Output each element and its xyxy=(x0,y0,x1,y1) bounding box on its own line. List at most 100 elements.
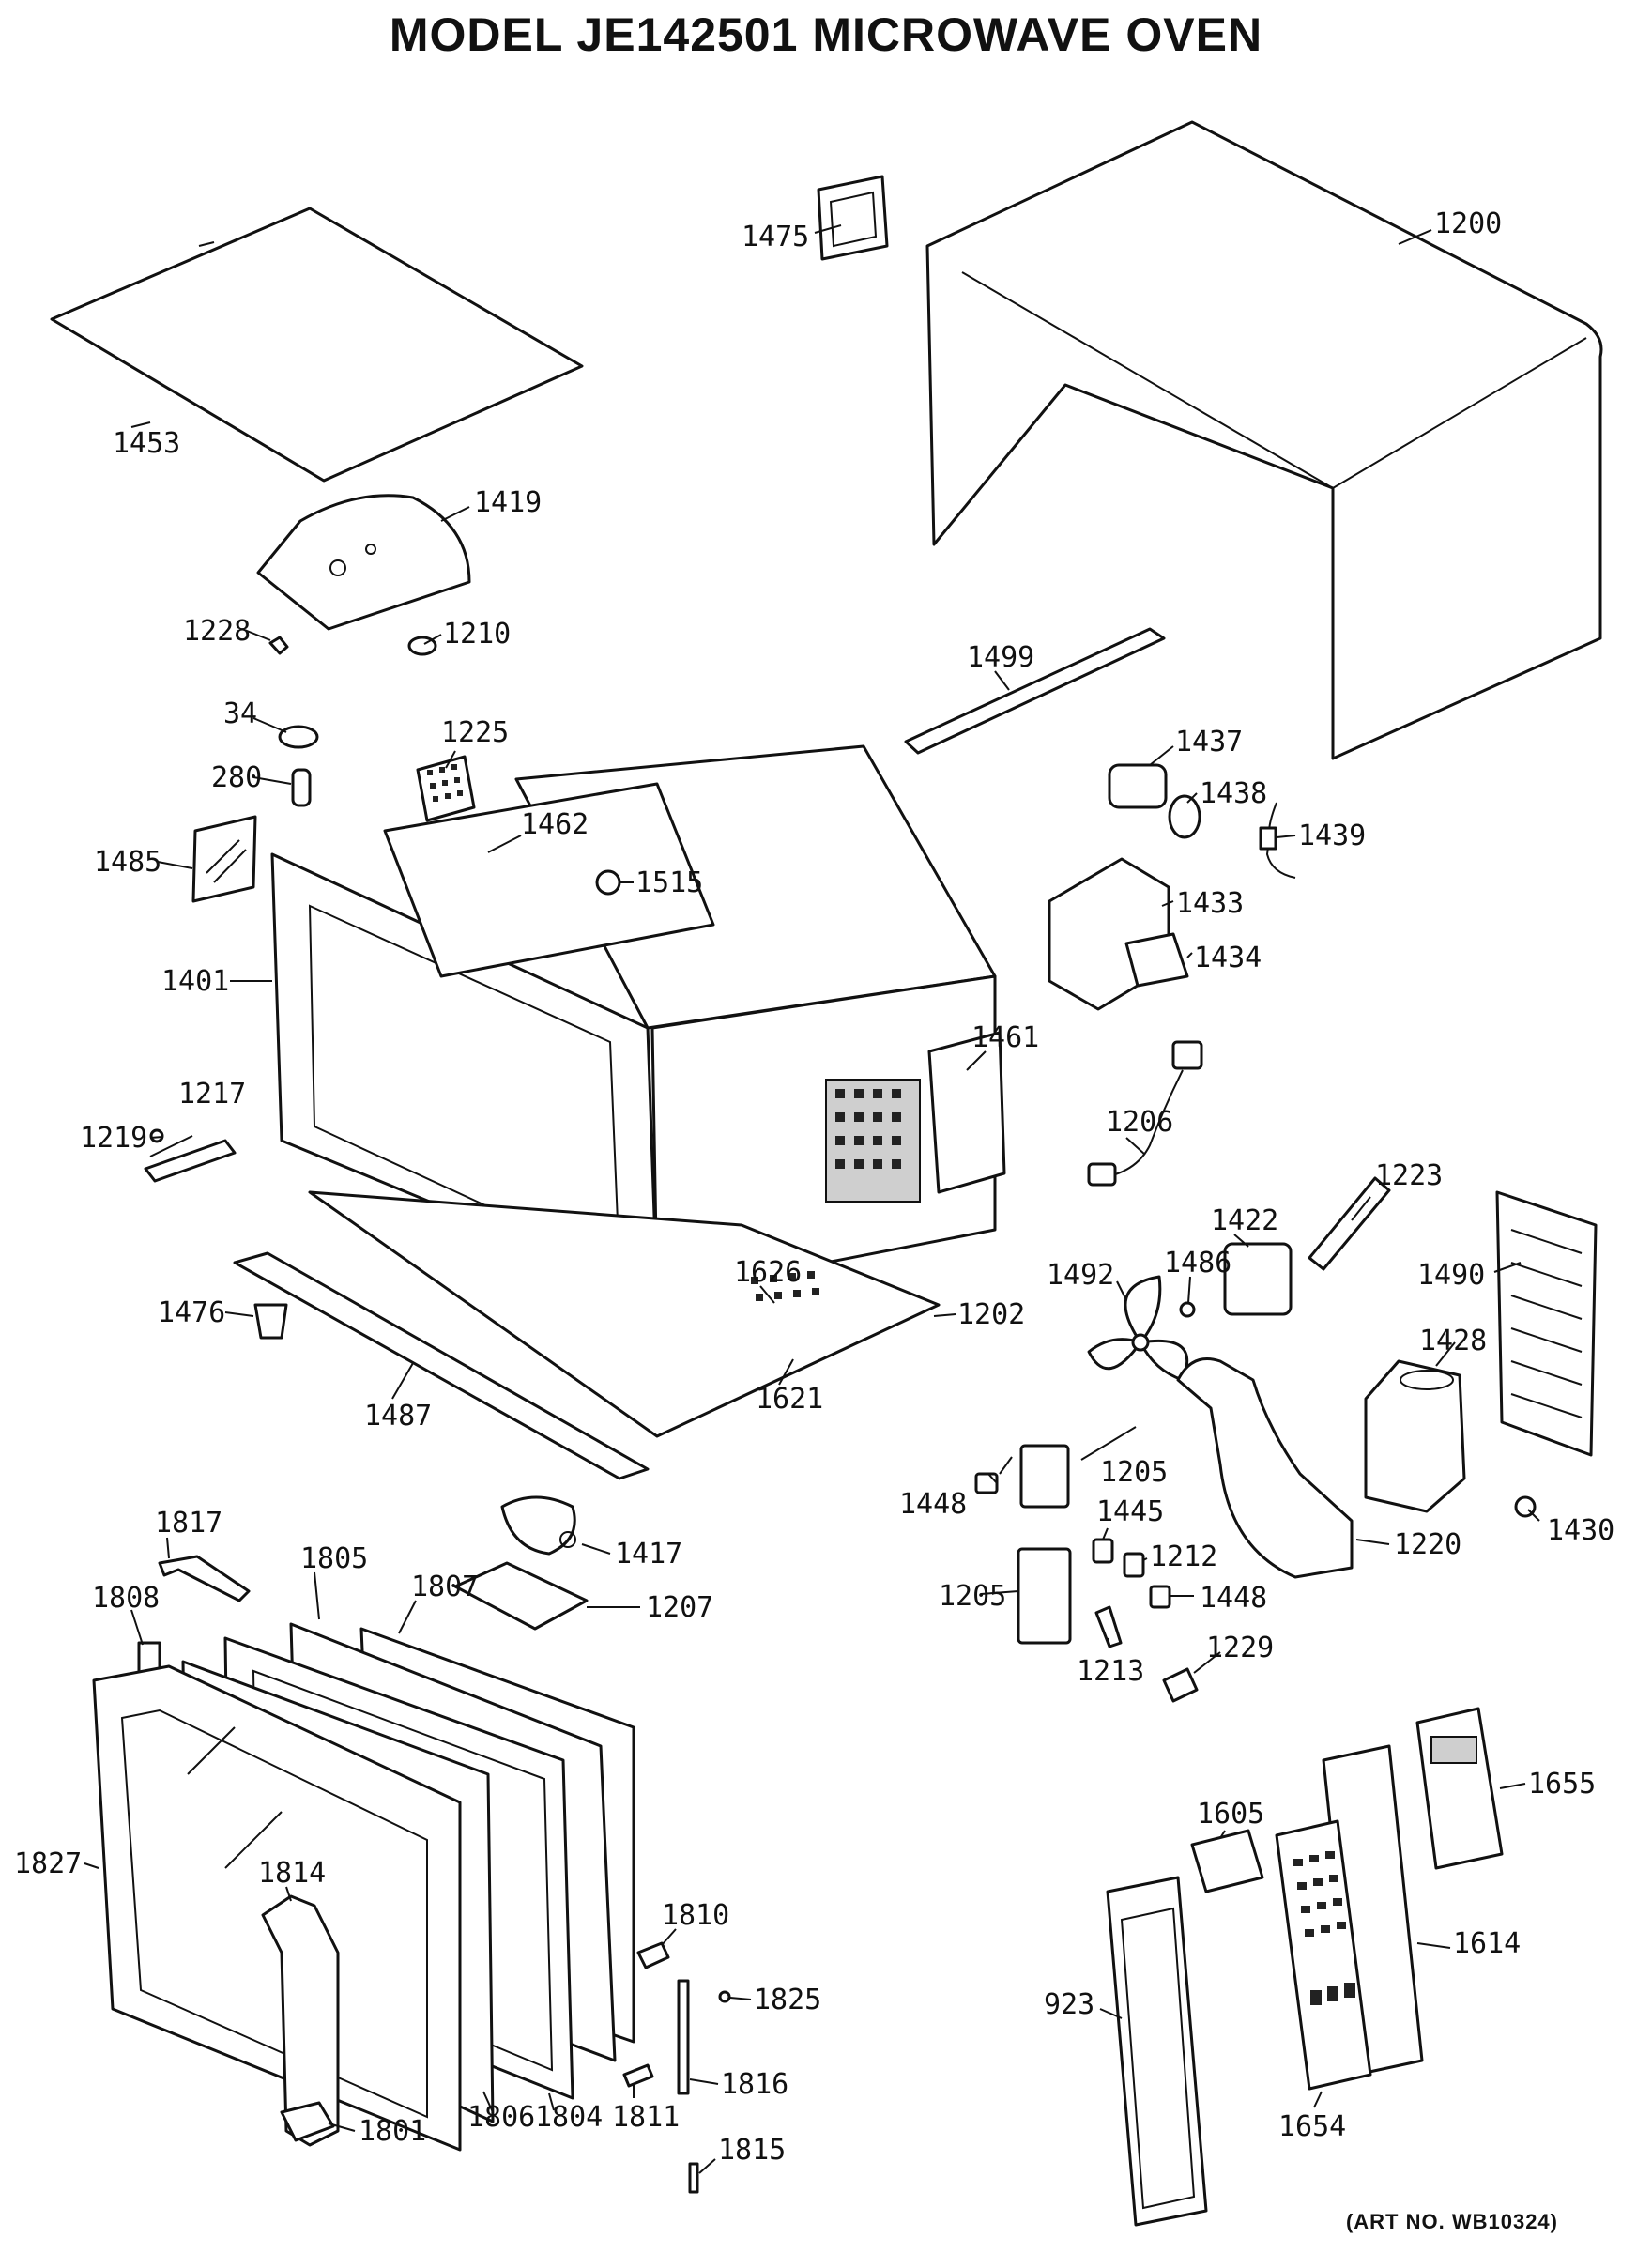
label-1437: 1437 xyxy=(1175,726,1243,759)
label-1461: 1461 xyxy=(971,1021,1039,1054)
label-1807: 1807 xyxy=(411,1571,479,1603)
label-1808: 1808 xyxy=(92,1582,160,1615)
part-1816-rod xyxy=(677,1979,690,2095)
part-34-bracket xyxy=(278,725,319,749)
part-1445-switch xyxy=(1092,1538,1114,1564)
part-1206-power-cord xyxy=(1087,1040,1203,1187)
label-1430: 1430 xyxy=(1547,1514,1614,1547)
part-1438-diode xyxy=(1168,794,1201,839)
part-1490-vent-grille xyxy=(1495,1190,1598,1457)
label-1626: 1626 xyxy=(734,1256,802,1289)
label-1816: 1816 xyxy=(721,2068,788,2101)
label-1207: 1207 xyxy=(646,1591,713,1624)
label-1428: 1428 xyxy=(1419,1325,1487,1357)
label-1438: 1438 xyxy=(1200,777,1267,810)
label-1605: 1605 xyxy=(1197,1798,1264,1831)
label-1804: 1804 xyxy=(535,2101,603,2134)
label-1487: 1487 xyxy=(364,1400,432,1433)
label-1213: 1213 xyxy=(1077,1655,1144,1688)
label-1417: 1417 xyxy=(615,1538,682,1571)
label-1202: 1202 xyxy=(957,1298,1025,1331)
label-1205-upper: 1205 xyxy=(1100,1456,1168,1489)
label-1229: 1229 xyxy=(1206,1632,1274,1664)
part-1825-screw xyxy=(718,1990,731,2003)
label-1220: 1220 xyxy=(1394,1528,1461,1561)
label-280: 280 xyxy=(211,761,262,794)
part-1605-window xyxy=(1190,1829,1264,1893)
label-1462: 1462 xyxy=(521,808,589,841)
part-1655-board xyxy=(1415,1707,1504,1870)
label-1499: 1499 xyxy=(967,641,1034,674)
label-1486: 1486 xyxy=(1164,1247,1231,1280)
label-1485: 1485 xyxy=(94,846,161,879)
part-1219-nut xyxy=(149,1128,164,1143)
part-1439-fuse xyxy=(1259,802,1296,879)
part-1220-air-duct xyxy=(1176,1357,1354,1579)
part-1499-rail xyxy=(904,627,1166,755)
part-1453-panel xyxy=(50,207,584,483)
label-1217: 1217 xyxy=(178,1078,246,1111)
label-1492: 1492 xyxy=(1047,1259,1114,1292)
part-1228-clip xyxy=(268,636,289,655)
label-1223: 1223 xyxy=(1375,1159,1443,1192)
part-1422-fan-motor xyxy=(1223,1242,1293,1316)
part-1213-lever xyxy=(1094,1605,1123,1648)
label-1445: 1445 xyxy=(1096,1495,1164,1528)
part-1486-nut xyxy=(1179,1301,1196,1318)
label-1515: 1515 xyxy=(635,866,703,899)
part-1485-window xyxy=(191,815,257,903)
part-1487-strip xyxy=(233,1251,650,1480)
label-1811: 1811 xyxy=(612,2101,680,2134)
label-1827: 1827 xyxy=(14,1847,82,1880)
diagram-title: MODEL JE142501 MICROWAVE OVEN xyxy=(389,8,1263,61)
part-923-frame xyxy=(1106,1876,1208,2227)
label-1810: 1810 xyxy=(662,1899,729,1932)
part-1202-base xyxy=(308,1190,941,1438)
part-1205-switch-upper xyxy=(1019,1444,1070,1509)
part-1212-switch xyxy=(1123,1552,1145,1578)
part-1814-handle xyxy=(261,1894,340,2147)
label-1815: 1815 xyxy=(718,2134,786,2167)
label-1200: 1200 xyxy=(1434,207,1502,240)
art-number: (ART NO. WB10324) xyxy=(1345,2210,1558,2233)
part-1217-bracket xyxy=(144,1139,237,1183)
leader-lines xyxy=(84,224,1540,2174)
label-1401: 1401 xyxy=(161,965,229,998)
label-1490: 1490 xyxy=(1417,1259,1485,1292)
part-1200-outer-case xyxy=(925,120,1603,760)
label-1448-b: 1448 xyxy=(1200,1582,1267,1615)
label-34: 34 xyxy=(223,697,257,730)
part-1229-connector xyxy=(1162,1667,1199,1703)
part-1448-switch-b xyxy=(1149,1585,1171,1609)
part-1205-switch-lower xyxy=(1017,1547,1072,1645)
part-1419-stirrer-cover xyxy=(256,494,471,631)
part-1654-keypad xyxy=(1275,1819,1372,2091)
label-923: 923 xyxy=(1044,1988,1094,2021)
label-1434: 1434 xyxy=(1194,942,1262,974)
part-1462-waveguide xyxy=(383,782,715,978)
part-1448-switch-a xyxy=(974,1472,999,1494)
part-280-lamp xyxy=(291,768,312,807)
label-1433: 1433 xyxy=(1176,887,1244,920)
part-1475-plate xyxy=(817,175,889,261)
part-1417-motor xyxy=(500,1495,576,1556)
part-number-labels: 1453 1419 1228 1210 34 280 1225 1462 148… xyxy=(14,207,1614,2167)
part-1801-handle-cap xyxy=(280,2101,335,2142)
label-1475: 1475 xyxy=(742,221,809,253)
part-1476-foot xyxy=(253,1303,288,1340)
part-1434-block xyxy=(1124,932,1189,988)
label-1806: 1806 xyxy=(467,2101,535,2134)
part-1815-spring xyxy=(688,2162,699,2194)
part-1223-bracket xyxy=(1308,1176,1391,1271)
label-1228: 1228 xyxy=(183,615,251,648)
label-1654: 1654 xyxy=(1278,2110,1346,2143)
part-1515-sensor xyxy=(595,869,621,896)
label-1814: 1814 xyxy=(258,1857,326,1890)
part-1817-hinge xyxy=(158,1555,251,1602)
part-1433-transformer xyxy=(1048,857,1170,1011)
label-1476: 1476 xyxy=(158,1296,225,1329)
part-1461-bracket xyxy=(927,1031,1006,1194)
label-1817: 1817 xyxy=(155,1507,222,1540)
